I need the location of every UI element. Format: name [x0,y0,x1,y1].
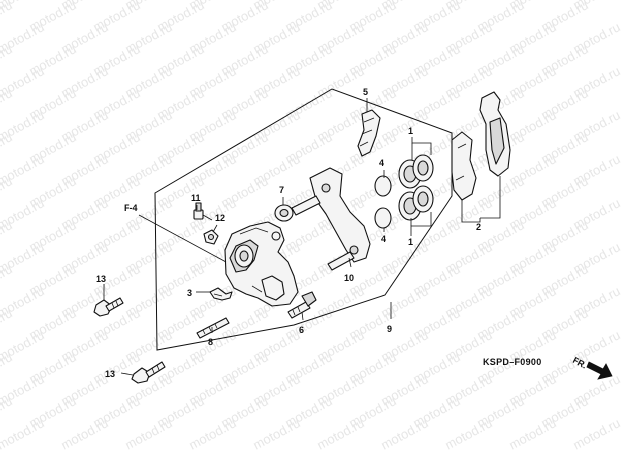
mounting-bolt-upper [93,297,124,317]
watermark-text: motod.ru [570,415,622,452]
brake-pad-outer [479,91,511,177]
callout-6: 6 [299,325,304,335]
watermark-text: motod.ru [442,415,494,452]
watermark-text: motod.ru [250,415,302,452]
watermark-text: motod.ru [186,415,238,452]
callout-4-lower: 4 [381,234,386,244]
callout-3: 3 [187,288,192,298]
front-direction-indicator: FR. [571,355,613,380]
diagram-code: KSPD–F0900 [483,357,542,367]
boot [274,204,294,222]
watermark-text: motod.ru [0,415,47,452]
reference-label-f4: F-4 [124,203,138,213]
watermark-text: motod.ru [122,415,174,452]
bleeder-valve [193,202,213,221]
callout-2: 2 [476,222,481,232]
caliper-bracket [291,167,371,271]
piston-set-lower [374,185,434,229]
brake-pad-inner [451,131,477,201]
callout-12: 12 [215,213,225,223]
front-arrow-icon [586,361,613,380]
callout-10: 10 [344,273,354,283]
pad-pin [196,317,230,339]
watermark-layer: motod.ru motod.ru motod.ru motod.ru motod.ru… [0,0,623,453]
callouts: 5 1 1 4 4 2 7 11 12 3 8 6 10 9 13 13 F-4 [96,87,481,379]
pin-bolt [287,291,317,319]
mounting-bolt-lower [131,361,166,384]
callout-7: 7 [279,185,284,195]
callout-4-upper: 4 [379,158,384,168]
callout-13-upper: 13 [96,274,106,284]
callout-13-lower: 13 [105,369,115,379]
callout-1-upper: 1 [408,126,413,136]
pad-shim [357,109,381,157]
assembly-frame [154,88,453,351]
bleeder-cap [203,229,219,245]
piston-set-upper [374,154,434,197]
leader-lines [103,98,501,376]
watermark-text: motod.ru [506,415,558,452]
callout-1-lower: 1 [408,237,413,247]
watermark-text: motod.ru [314,415,366,452]
caliper-body [224,221,299,307]
watermark-text: motod.ru [58,415,110,452]
watermark-text: motod.ru [378,415,430,452]
callout-9: 9 [387,324,392,334]
pad-spring [209,287,233,301]
callout-8: 8 [208,337,213,347]
callout-11: 11 [191,193,201,203]
callout-5: 5 [363,87,368,97]
